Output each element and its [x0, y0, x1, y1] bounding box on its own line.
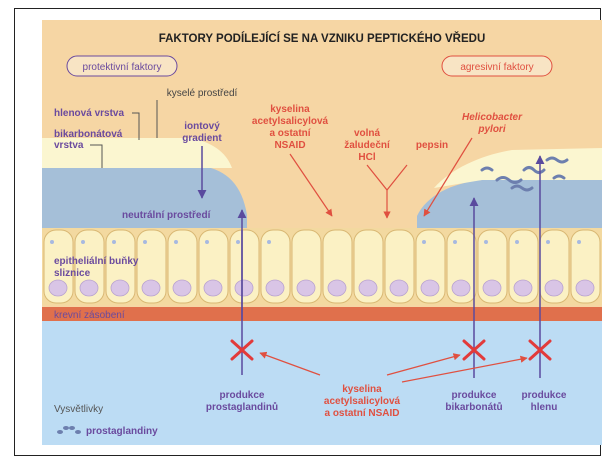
blood-supply-label: krevní zásobení: [54, 310, 125, 321]
neutral-environment-label: neutrální prostředí: [122, 210, 212, 221]
svg-text:Helicobacter: Helicobacter: [462, 112, 523, 123]
svg-text:volná: volná: [354, 128, 381, 139]
svg-text:kyselina: kyselina: [270, 104, 310, 115]
svg-text:prostaglandinů: prostaglandinů: [206, 401, 278, 413]
svg-text:acetylsalicylová: acetylsalicylová: [324, 396, 401, 407]
ion-gradient-label-2: gradient: [182, 133, 222, 144]
bicarbonate-layer-label: bikarbonátová: [54, 129, 123, 140]
bicarbonate-layer-label-2: vrstva: [54, 140, 84, 151]
svg-text:HCl: HCl: [358, 152, 375, 163]
bicarbonate-production-label: produkce bikarbonátů: [445, 390, 502, 413]
svg-text:a ostatní NSAID: a ostatní NSAID: [324, 408, 399, 419]
epithelial-cells-label: epitheliální buňky: [54, 256, 139, 267]
legend-item-prostaglandins: prostaglandiny: [86, 426, 158, 437]
diagram-canvas: FAKTORY PODÍLEJÍCÍ SE NA VZNIKU PEPTICKÉ…: [42, 20, 602, 445]
svg-text:acetylsalicylová: acetylsalicylová: [252, 116, 329, 127]
svg-text:žaludeční: žaludeční: [344, 140, 391, 151]
diagram-title: FAKTORY PODÍLEJÍCÍ SE NA VZNIKU PEPTICKÉ…: [159, 32, 486, 45]
svg-text:kyselina: kyselina: [342, 384, 382, 395]
protective-factors-label: protektivní faktory: [83, 62, 162, 73]
svg-text:hlenu: hlenu: [531, 402, 558, 413]
epithelial-cells-label-2: sliznice: [54, 268, 91, 279]
acid-environment-label: kyselé prostředí: [167, 88, 238, 99]
lower-tissue-background: [42, 310, 602, 445]
blood-supply-band: [42, 307, 602, 321]
svg-text:produkce: produkce: [521, 390, 566, 401]
ion-gradient-label: iontový: [184, 121, 220, 132]
mucus-layer-label: hlenová vrstva: [54, 108, 124, 119]
legend-title: Vysvětlivky: [54, 404, 103, 415]
pepsin-label: pepsin: [416, 140, 448, 151]
svg-text:pylori: pylori: [477, 124, 505, 135]
svg-text:bikarbonátů: bikarbonátů: [445, 401, 502, 413]
svg-text:produkce: produkce: [219, 390, 264, 401]
svg-text:a ostatní: a ostatní: [269, 128, 311, 139]
svg-text:produkce: produkce: [451, 390, 496, 401]
svg-text:NSAID: NSAID: [274, 140, 305, 151]
aggressive-factors-label: agresivní faktory: [460, 62, 533, 73]
